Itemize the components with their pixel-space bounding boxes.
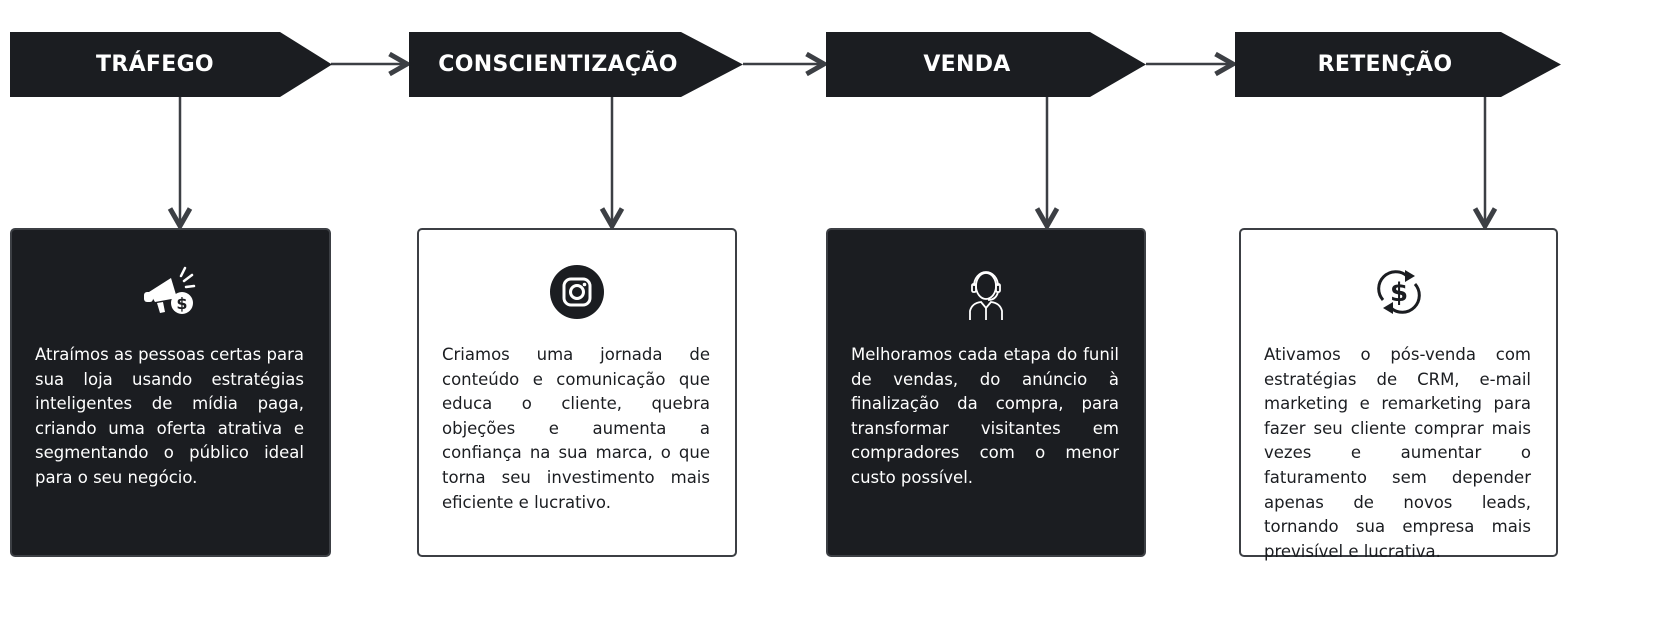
stage-description: Criamos uma jornada de conteúdo e comuni… xyxy=(442,345,710,512)
stage-header-venda: VENDA xyxy=(826,32,1146,97)
stage-description: Melhoramos cada etapa do funil de vendas… xyxy=(851,345,1119,487)
megaphone-dollar-icon: $ xyxy=(143,266,195,314)
instagram-icon xyxy=(550,265,604,319)
support-agent-icon xyxy=(969,271,1003,320)
stage-card-retencao: $ Ativamos o pós-venda com estratégias d… xyxy=(1239,228,1558,561)
stage-card-conscientizacao: Criamos uma jornada de conteúdo e comuni… xyxy=(417,228,737,557)
svg-text:$: $ xyxy=(1389,278,1407,308)
stage-title: VENDA xyxy=(923,52,1011,77)
stage-header-conscientizacao: CONSCIENTIZAÇÃO xyxy=(409,32,743,97)
stage-title: TRÁFEGO xyxy=(96,52,214,77)
svg-text:$: $ xyxy=(176,294,187,313)
stage-header-retencao: RETENÇÃO xyxy=(1235,32,1561,97)
stage-title: RETENÇÃO xyxy=(1317,52,1453,77)
stage-title: CONSCIENTIZAÇÃO xyxy=(438,52,678,77)
stage-description: Atraímos as pessoas certas para sua loja… xyxy=(35,345,304,487)
stage-card-venda: Melhoramos cada etapa do funil de vendas… xyxy=(826,228,1146,557)
stage-card-trafego: $ Atraímos as pessoas certas para sua lo… xyxy=(10,228,331,557)
stage-description: Ativamos o pós-venda com estratégias de … xyxy=(1264,345,1531,561)
stage-header-trafego: TRÁFEGO xyxy=(10,32,332,97)
dollar-cycle-icon: $ xyxy=(1376,270,1421,314)
